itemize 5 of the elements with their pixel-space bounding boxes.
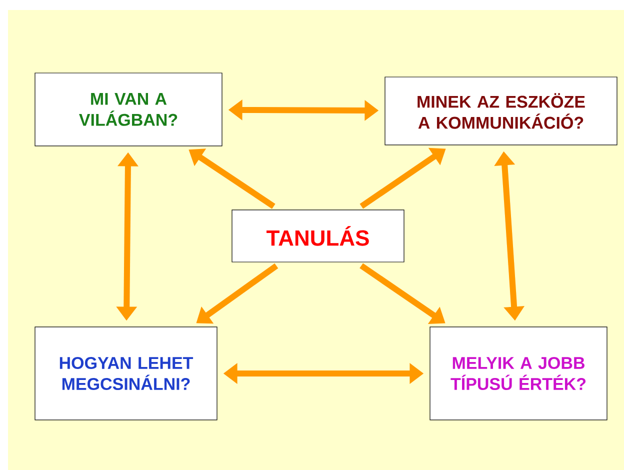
question-box: MI VAN A VILÁGBAN? <box>34 72 222 146</box>
question-box: MINEK AZ ESZKÖZE A KOMMUNIKÁCIÓ? <box>384 76 618 146</box>
title-box: TANULÁS <box>232 210 404 262</box>
question-box: HOGYAN LEHET MEGCSINÁLNI? <box>34 326 218 420</box>
question-box: MELYIK A JOBB TÍPUSÚ ÉRTÉK? <box>430 326 608 420</box>
